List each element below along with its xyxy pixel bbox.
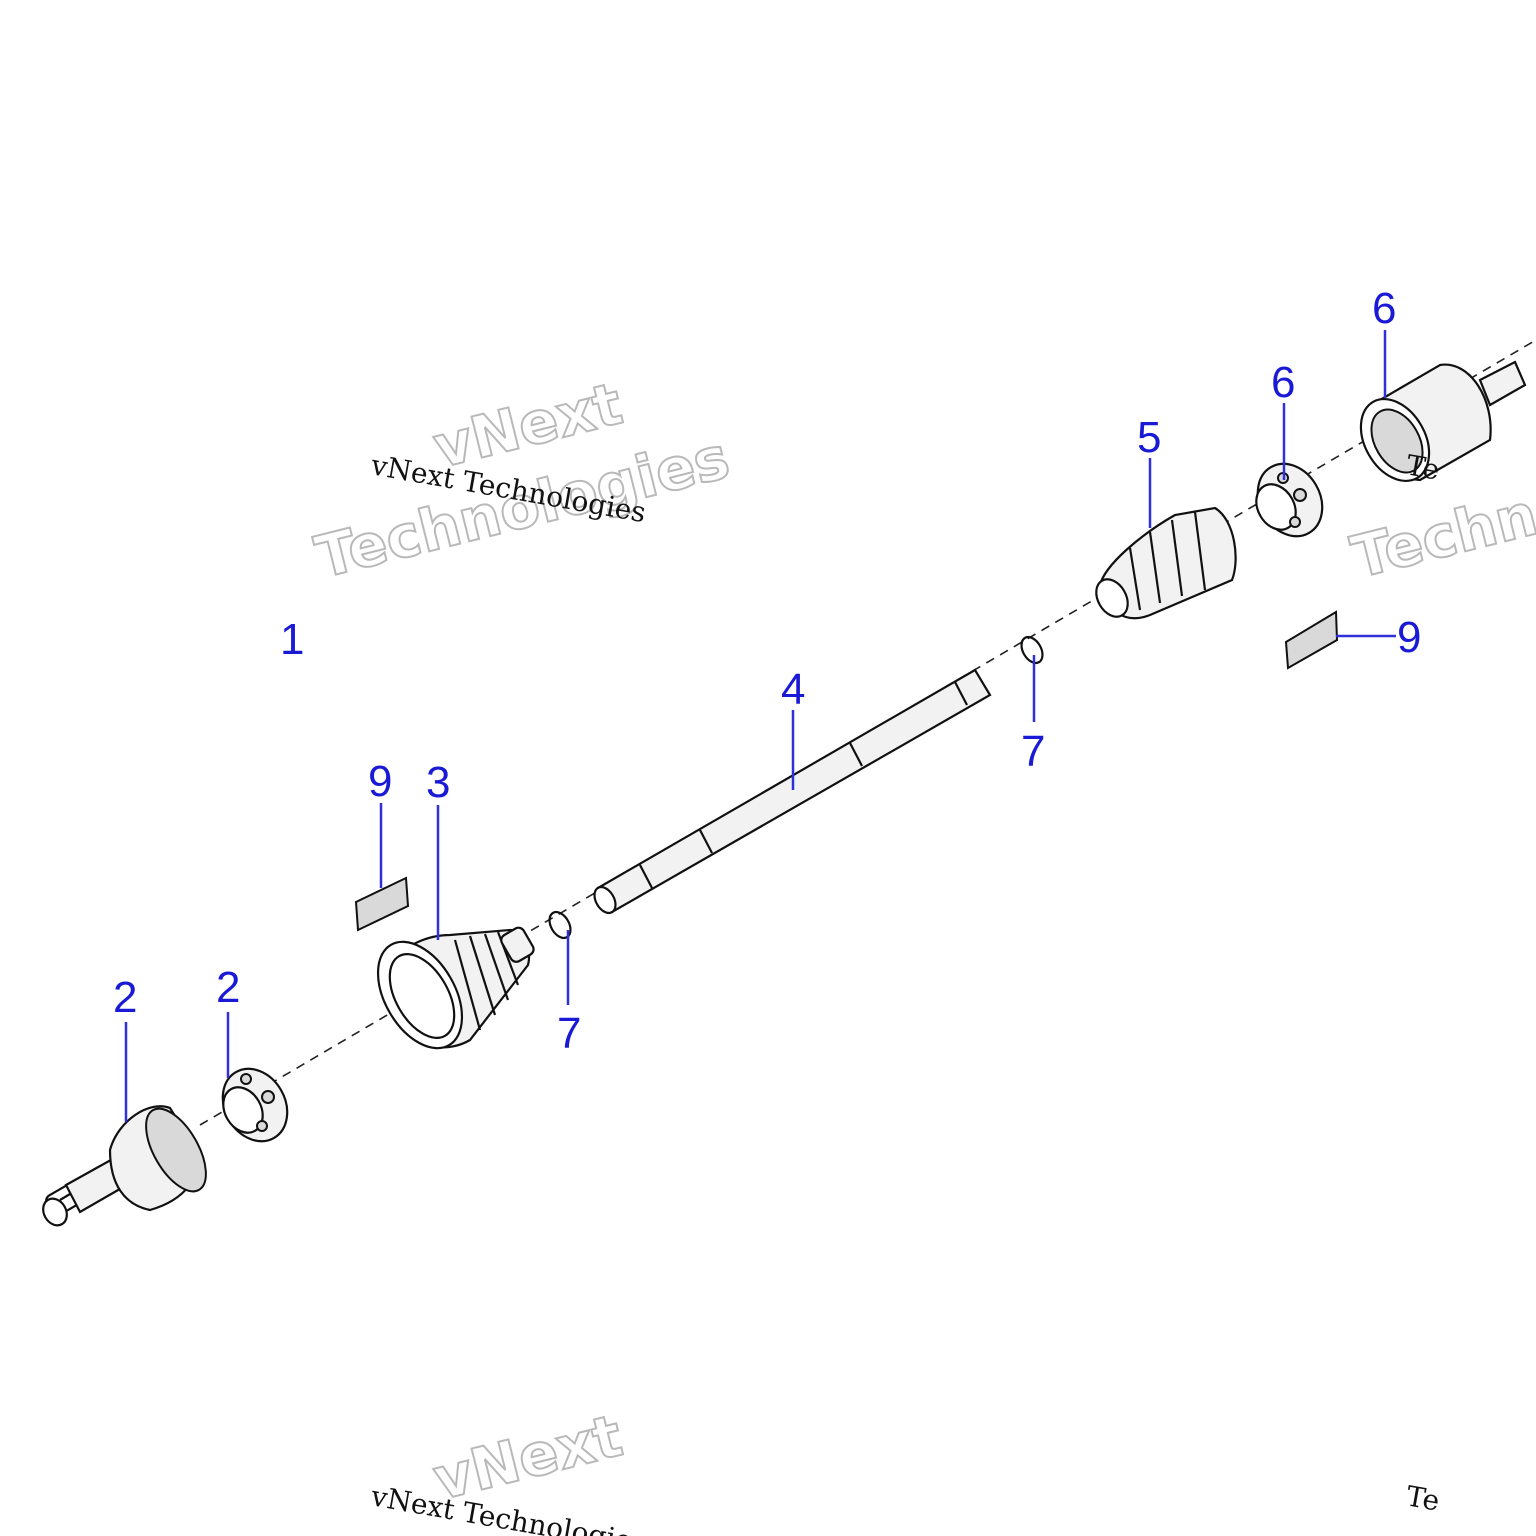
callout-7-left: 7 [557, 1009, 581, 1058]
watermark-mono-text-bottom-right: Te [1404, 1479, 1442, 1517]
part-grease-packet-left [354, 876, 410, 932]
leader-lines [124, 330, 1396, 1122]
part-inner-race-b [1255, 462, 1324, 538]
part-boot-right [1095, 506, 1237, 620]
callout-2-housing: 2 [113, 973, 137, 1022]
callout-5: 5 [1137, 413, 1161, 462]
callout-6-housing: 6 [1372, 284, 1396, 333]
callout-labels: 1 2 2 3 4 5 6 6 7 7 9 9 [113, 284, 1421, 1058]
callout-3: 3 [426, 758, 450, 807]
part-grease-packet-right [1284, 610, 1339, 670]
part-clip-left [548, 910, 572, 940]
watermark-mono-text-right: Te [1404, 448, 1442, 486]
part-outer-cv-housing [42, 1105, 207, 1227]
callout-6-race: 6 [1271, 358, 1295, 407]
part-axle-shaft [593, 668, 992, 915]
watermark-top-left: vNext Technologies vNext Technologies [308, 368, 737, 592]
callout-9-right: 9 [1397, 613, 1421, 662]
part-inner-race-a [221, 1067, 289, 1143]
part-inner-cv-housing [1359, 360, 1527, 483]
part-boot-left [376, 926, 535, 1050]
callout-1: 1 [280, 615, 304, 664]
watermark-bottom-left: vNext vNext Technologies [368, 1400, 649, 1536]
callout-7-right: 7 [1021, 727, 1045, 776]
callout-2-race: 2 [216, 963, 240, 1012]
callout-9-left: 9 [368, 757, 392, 806]
part-clip-right [1020, 635, 1044, 665]
watermark-bottom-right: Te [1404, 1479, 1442, 1517]
callout-4: 4 [781, 665, 805, 714]
